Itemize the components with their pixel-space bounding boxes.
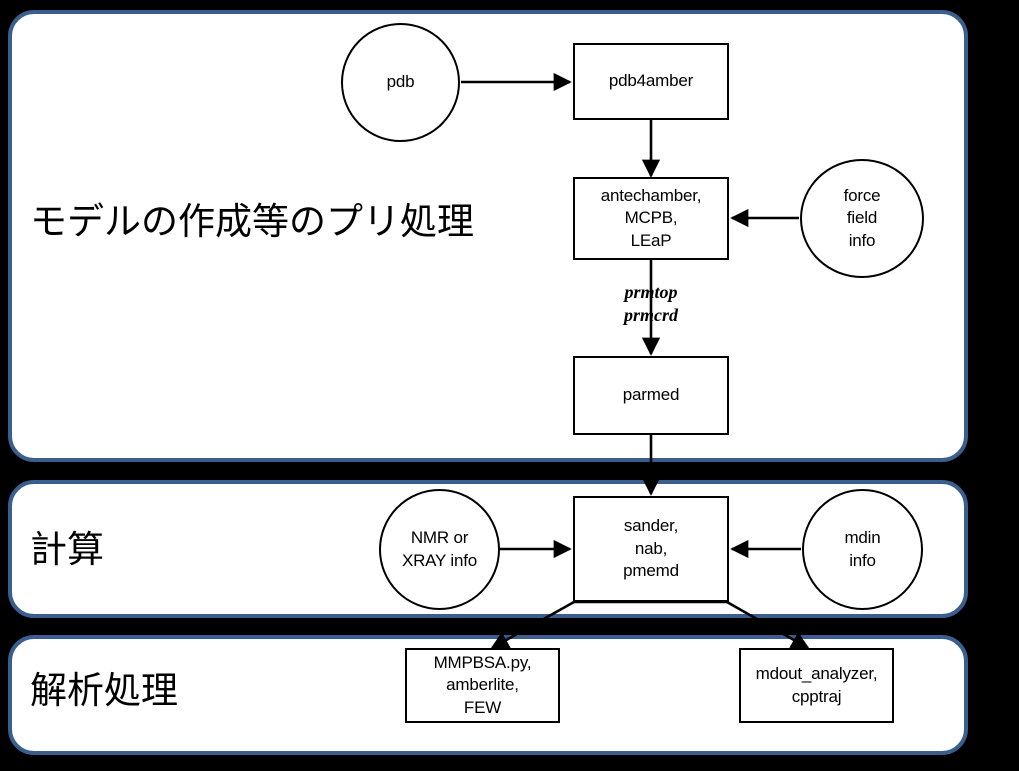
node-pdb[interactable]: pdb — [341, 23, 460, 142]
node-mdout-analyzer[interactable]: mdout_analyzer, cpptraj — [739, 648, 894, 723]
node-mdin-info[interactable]: mdin info — [802, 489, 923, 610]
node-sander[interactable]: sander, nab, pmemd — [573, 496, 729, 602]
node-parmed[interactable]: parmed — [573, 356, 729, 435]
panel-label-analysis: 解析処理 — [30, 669, 178, 712]
node-mmpbsa[interactable]: MMPBSA.py, amberlite, FEW — [405, 648, 560, 723]
node-pdb4amber[interactable]: pdb4amber — [573, 43, 729, 120]
node-antechamber[interactable]: antechamber, MCPB, LEaP — [573, 177, 729, 260]
panel-label-calculation: 計算 — [30, 528, 104, 571]
node-nmr-xray-info[interactable]: NMR or XRAY info — [379, 489, 500, 610]
panel-label-preprocessing: モデルの作成等のプリ処理 — [30, 200, 474, 243]
node-force-field-info[interactable]: force field info — [800, 159, 924, 278]
edge-label-prmtop-prmcrd: prmtop prmcrd — [624, 282, 678, 325]
